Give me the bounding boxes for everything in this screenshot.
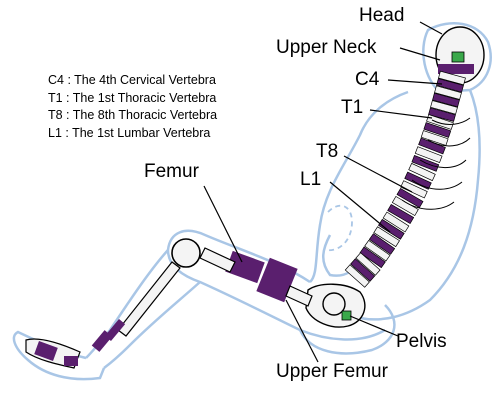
head-leader	[420, 22, 442, 34]
label-l1: L1	[300, 170, 321, 190]
label-head: Head	[359, 6, 404, 26]
label-c4: C4	[355, 70, 379, 90]
label-t8: T8	[316, 142, 338, 162]
t1-leader	[370, 110, 432, 118]
label-femur: Femur	[144, 162, 199, 182]
label-pelvis: Pelvis	[396, 332, 447, 352]
arm-dashed-outline	[326, 206, 352, 251]
legend-l1: L1 : The 1st Lumbar Vertebra	[48, 125, 217, 143]
legend-t1: T1 : The 1st Thoracic Vertebra	[48, 90, 217, 108]
head-sensor	[452, 52, 464, 62]
abbreviation-legend: C4 : The 4th Cervical Vertebra T1 : The …	[48, 72, 217, 142]
label-t1: T1	[341, 98, 363, 118]
label-upper-femur: Upper Femur	[276, 362, 388, 382]
upper-neck-leader	[400, 48, 440, 60]
legend-c4: C4 : The 4th Cervical Vertebra	[48, 72, 217, 90]
t8-leader	[344, 156, 412, 192]
l1-leader	[330, 182, 390, 232]
knee-joint	[172, 239, 200, 267]
c4-leader	[388, 80, 442, 84]
pelvis-skeleton	[306, 284, 365, 327]
legend-t8: T8 : The 8th Thoracic Vertebra	[48, 107, 217, 125]
spine	[345, 71, 465, 287]
pelvis-sensor	[342, 311, 351, 320]
label-upper-neck: Upper Neck	[276, 38, 376, 58]
